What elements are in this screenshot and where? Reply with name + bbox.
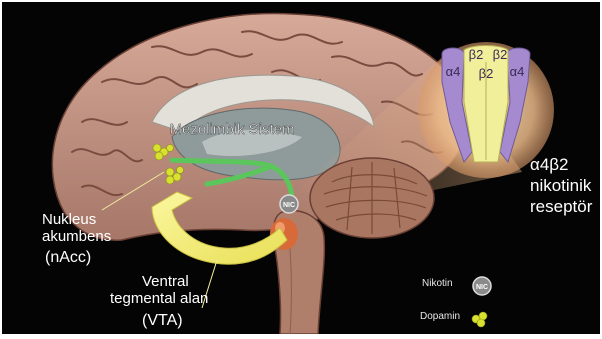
vta-label-line1: Ventral [142,273,189,290]
legend-nicotine-icon-text: NIC [476,284,488,291]
subunit-beta2-top-right: β2 [493,47,508,62]
receptor-name-line2: nikotinik [530,176,591,196]
nac-abbrev: (nAcc) [45,249,91,267]
nac-label-line1: Nukleus [42,211,96,228]
vta-label-line2: tegmental alan [110,290,208,307]
system-label: Mezolimbik Sistem [169,121,294,138]
nac-label-line2: akumbens [42,228,111,245]
receptor-name-line1: α4β2 [530,155,569,175]
diagram-canvas: NIC α4 β2 β2 β2 α4 Mezolimbik Sistem NIC [2,2,600,334]
subunit-alpha4-left: α4 [446,64,461,79]
subunit-beta2-center: β2 [479,66,494,81]
receptor-name-line3: reseptör [530,197,592,217]
vta-abbrev: (VTA) [142,312,183,330]
nic-marker-text: NIC [283,202,295,209]
legend-nicotine-label: Nikotin [422,278,453,289]
legend-dopamine-label: Dopamin [420,311,460,322]
subunit-alpha4-right: α4 [510,64,525,79]
subunit-beta2-top-left: β2 [469,47,484,62]
brain-diagram: NIC α4 β2 β2 β2 α4 Mezolimbik Sistem NIC [2,2,600,334]
